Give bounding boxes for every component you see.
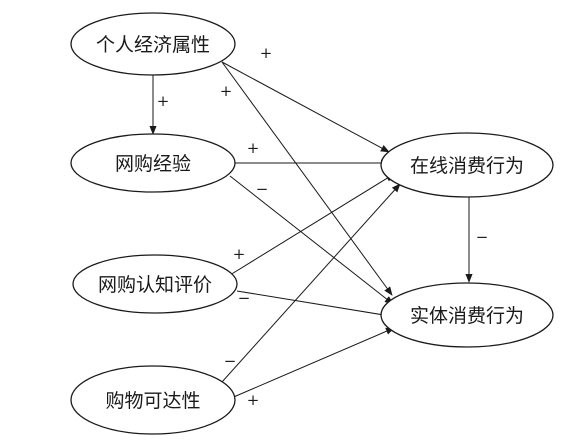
sign-e7: − [238, 289, 251, 307]
sign-e2: + [220, 82, 233, 100]
sign-e9: + [247, 391, 260, 409]
edges [149, 61, 473, 400]
sign-e1: + [260, 44, 273, 62]
edge-e8 [221, 183, 401, 383]
sign-e3: + [157, 92, 170, 110]
node-label: 购物可达性 [105, 390, 200, 412]
nodes: 个人经济属性 网购经验 网购认知评价 购物可达性 在线消费行为 实体消费行为 [70, 12, 554, 435]
sign-e10: − [476, 228, 489, 246]
node-physical-consumption: 实体消费行为 [380, 282, 554, 348]
node-online-shopping-cognition: 网购认知评价 [72, 254, 238, 314]
node-shopping-accessibility: 购物可达性 [70, 365, 236, 435]
edge-e9 [228, 327, 395, 400]
edge-e5 [229, 175, 394, 305]
sign-e8: − [224, 352, 237, 370]
node-label: 网购经验 [115, 153, 191, 175]
edge-e1 [221, 61, 390, 153]
edge-signs: + + + + − + − − + − [157, 44, 489, 409]
sign-e5: − [256, 180, 269, 198]
node-label: 在线消费行为 [410, 155, 524, 177]
node-personal-economic: 个人经济属性 [70, 12, 236, 76]
node-online-consumption: 在线消费行为 [380, 132, 554, 198]
edge-e7 [236, 290, 391, 319]
node-label: 网购认知评价 [98, 274, 212, 296]
node-label: 实体消费行为 [410, 305, 524, 327]
node-online-shopping-experience: 网购经验 [70, 133, 236, 193]
sign-e4: + [247, 139, 260, 157]
edge-e2 [221, 61, 393, 296]
node-label: 个人经济属性 [96, 34, 210, 56]
sign-e6: + [233, 245, 246, 263]
edge-e6 [229, 173, 395, 276]
